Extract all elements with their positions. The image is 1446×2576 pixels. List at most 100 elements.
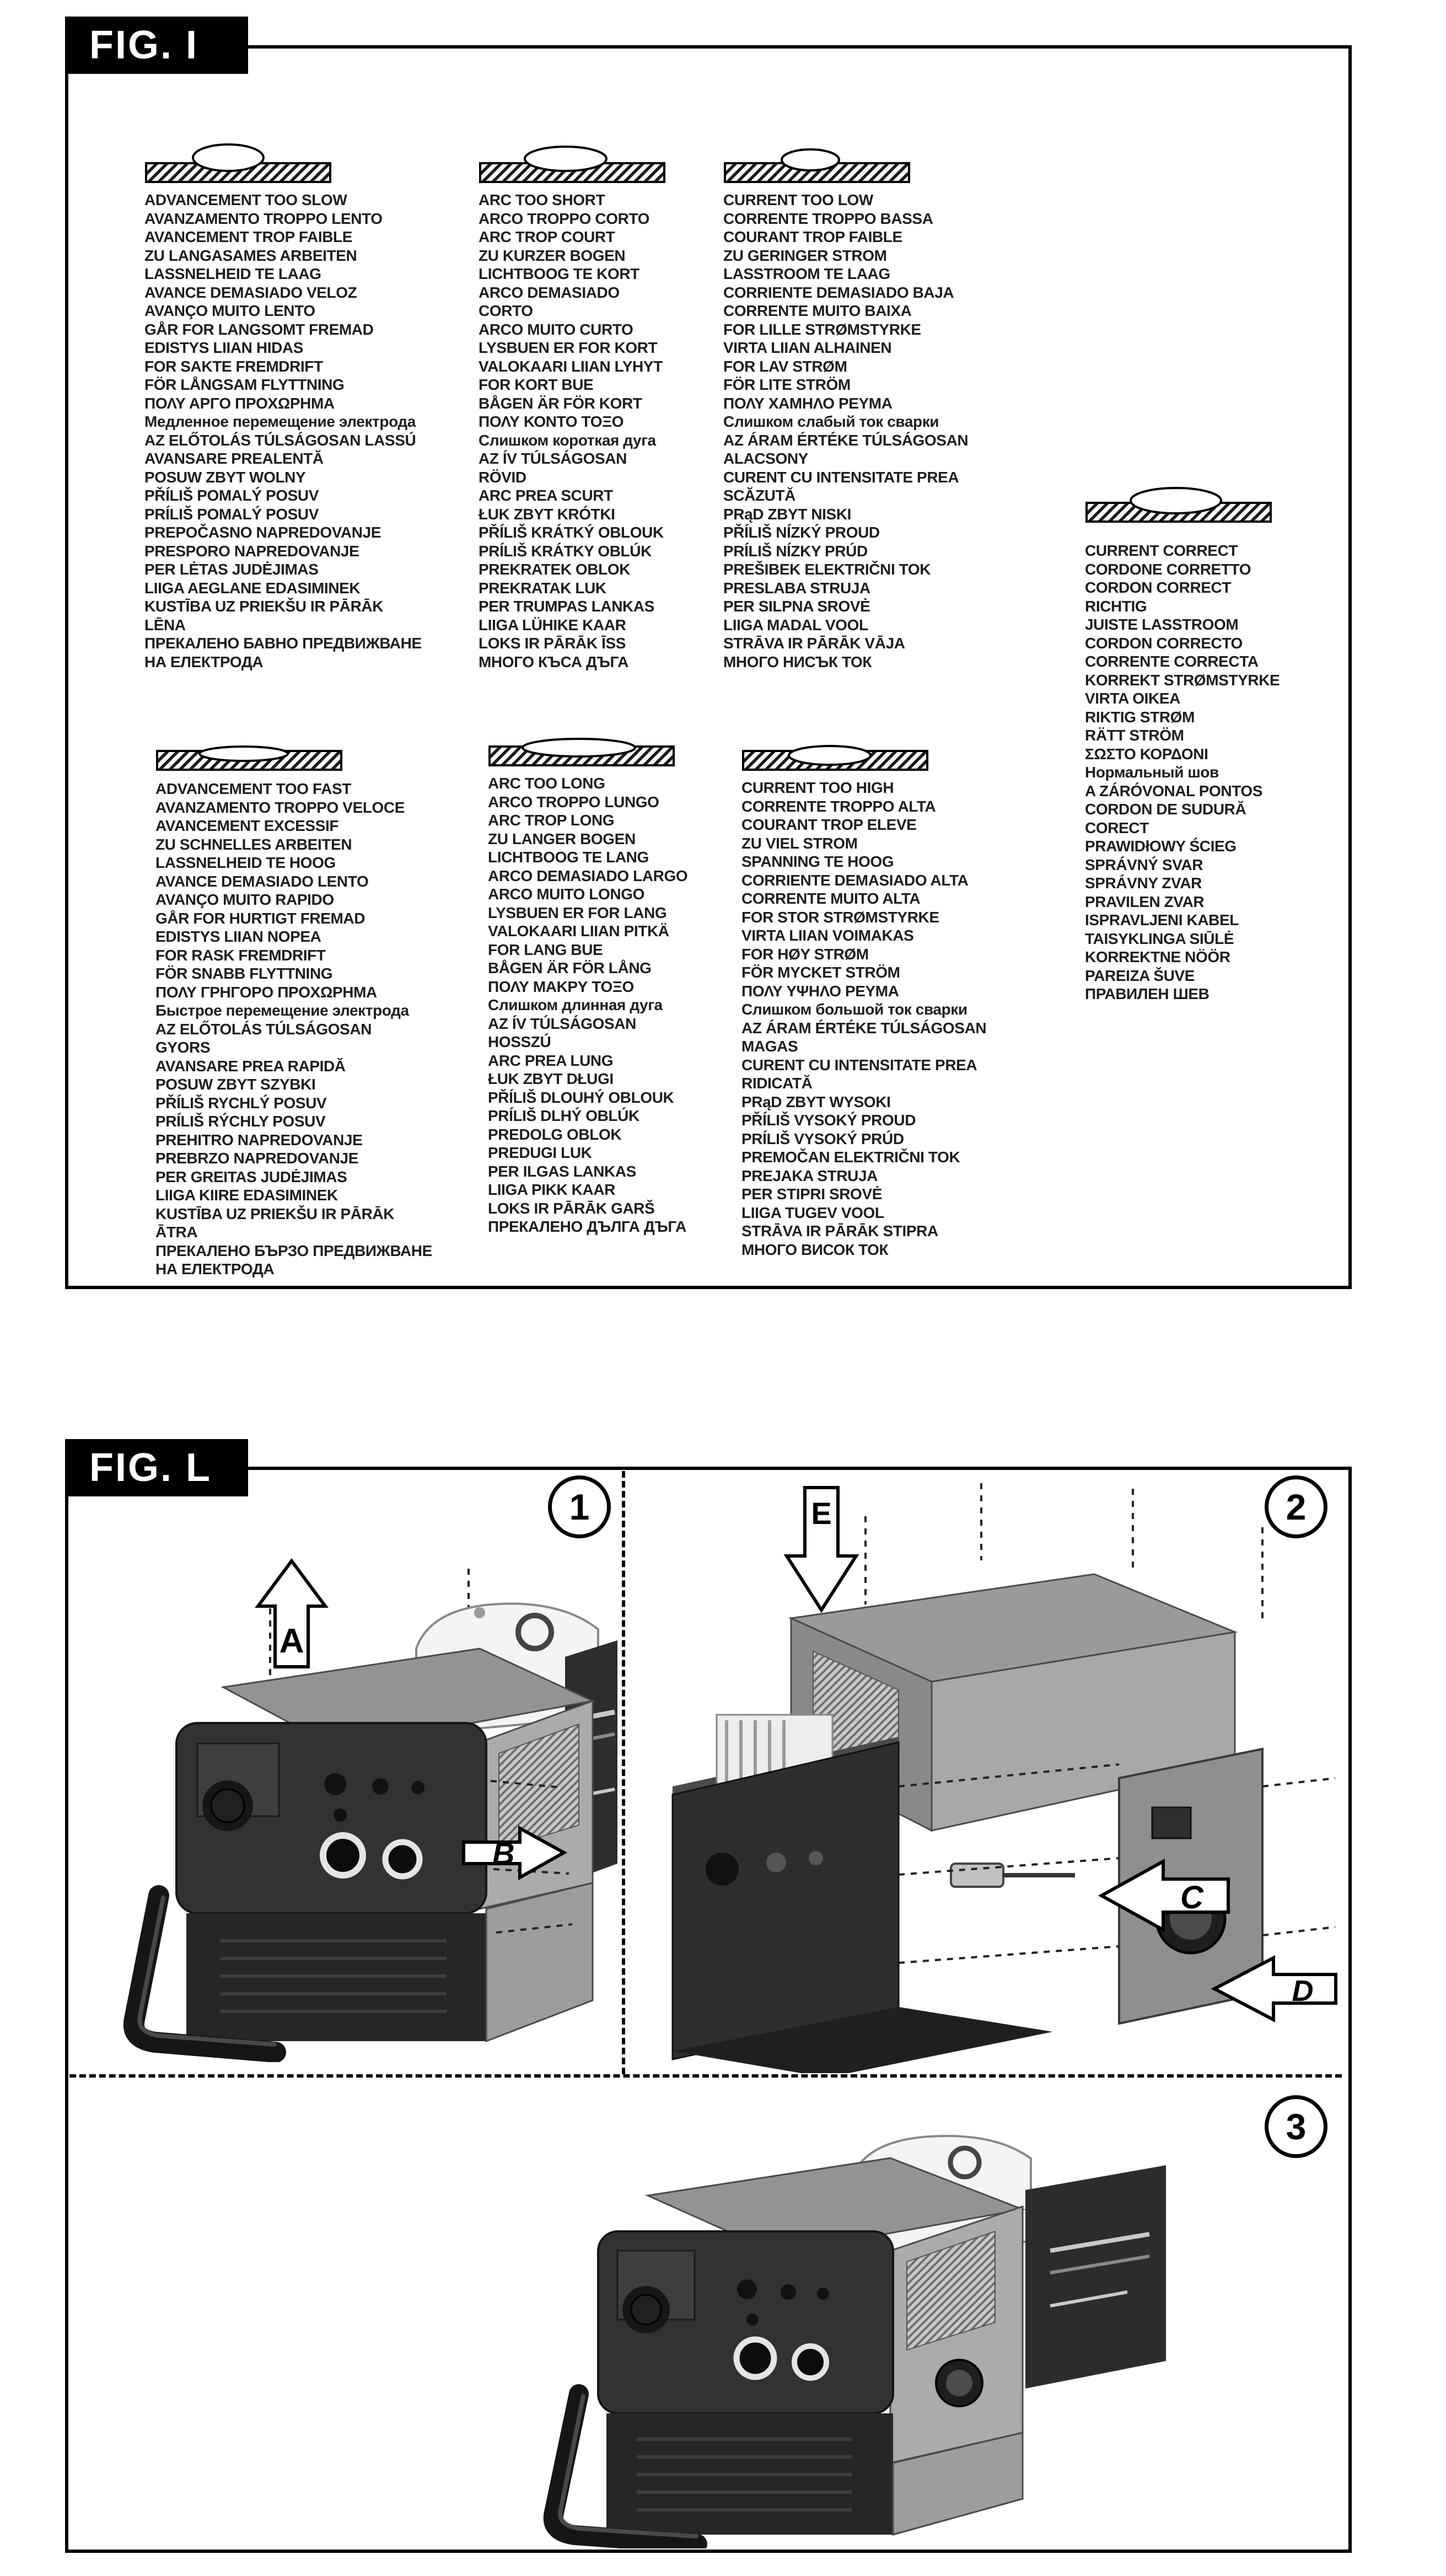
text-line: CORRIENTE DEMASIADO BAJA	[723, 283, 954, 301]
text-line: CURENT CU INTENSITATE PREA	[723, 468, 959, 486]
text-line: FOR KORT BUE	[479, 376, 594, 393]
fig-l-frame	[65, 1467, 1352, 2553]
text-line: PREHITRO NAPREDOVANJE	[155, 1131, 363, 1149]
text-line: KORREKT STRØMSTYRKE	[1085, 671, 1280, 689]
text-line: ADVANCEMENT TOO FAST	[155, 780, 351, 797]
text-line: Слишком короткая дуга	[479, 431, 656, 449]
text-line: CORRENTE TROPPO BASSA	[723, 210, 933, 227]
step-number-3-text: 3	[1286, 2106, 1307, 2147]
weld-bead-round-bump-icon	[479, 146, 665, 183]
text-line: STRĀVA IR PĀRĀK VĀJA	[723, 635, 905, 652]
text-line: LOKS IR PĀRĀK ĪSS	[479, 635, 626, 652]
text-line: PER TRUMPAS LANKAS	[479, 598, 654, 615]
text-line: CORRIENTE DEMASIADO ALTA	[741, 871, 969, 889]
text-line: PŘÍLIŠ DLOUHÝ OBLOUK	[488, 1088, 674, 1106]
text-line: AVANCE DEMASIADO VELOZ	[144, 283, 357, 301]
text-line: PER STIPRI SROVĖ	[741, 1185, 882, 1203]
text-line: LASSNELHEID TE LAAG	[144, 265, 321, 282]
text-line: EDISTYS LIIAN NOPEA	[155, 928, 321, 945]
text-line: RICHTIG	[1085, 597, 1147, 615]
text-line: JUISTE LASSTROOM	[1085, 616, 1239, 633]
text-line: CURRENT CORRECT	[1085, 542, 1238, 559]
arrow-c-icon: C	[1098, 1858, 1230, 1933]
text-line: FÖR LÅNGSAM FLYTTNING	[144, 376, 345, 393]
text-line: AZ ÁRAM ÉRTÉKE TÚLSÁGOSAN	[741, 1019, 987, 1037]
text-line: AZ ELŐTOLÁS TÚLSÁGOSAN	[155, 1020, 372, 1038]
text-line: PRESLABA STRUJA	[723, 579, 870, 597]
text-line: EDISTYS LIIAN HIDAS	[144, 339, 303, 356]
text-line: ARCO MUITO LONGO	[488, 886, 644, 903]
text-line: ZU KURZER BOGEN	[479, 246, 626, 264]
step-number-1: 1	[548, 1475, 611, 1538]
text-line: ADVANCEMENT TOO SLOW	[144, 191, 347, 208]
arrow-a-label: A	[279, 1622, 304, 1660]
text-line: Слишком слабый ток сварки	[723, 413, 939, 430]
text-line: AVANZAMENTO TROPPO LENTO	[144, 210, 383, 227]
text-line: PREKRATEK OBLOK	[479, 561, 631, 578]
text-line: PŘÍLIŠ POMALÝ POSUV	[144, 487, 319, 504]
text-line: ARC TROP COURT	[479, 228, 615, 245]
text-line: STRĀVA IR PĀRĀK STIPRA	[741, 1222, 938, 1239]
text-line: НА ЕЛЕКТРОДА	[144, 653, 264, 670]
arrow-e-icon: E	[783, 1486, 859, 1613]
text-line: POSUW ZBYT SZYBKI	[155, 1076, 316, 1093]
text-line: RIKTIG STRØM	[1085, 708, 1195, 726]
text-line: PŘÍLIŠ NÍZKÝ PROUD	[723, 524, 880, 541]
text-line: ARCO TROPPO CORTO	[479, 210, 650, 227]
text-line: HOSSZÚ	[488, 1033, 551, 1050]
text-line: ARCO TROPPO LUNGO	[488, 793, 659, 811]
text-line: ZU SCHNELLES ARBEITEN	[155, 835, 352, 853]
text-line: PER SILPNA SROVĖ	[723, 598, 870, 615]
text-line: ĀTRA	[155, 1223, 198, 1241]
step-number-2: 2	[1265, 1475, 1327, 1538]
arrow-e-label: E	[811, 1496, 831, 1531]
text-line: CORDON DE SUDURĂ	[1085, 801, 1246, 818]
text-line: ΠΟΛΥ ΓΡΗΓΟΡΟ ΠΡΟΧΩΡΗΜΑ	[155, 983, 377, 1001]
text-line: ΣΩΣΤΟ ΚΟΡΔΟΝΙ	[1085, 745, 1208, 763]
text-line: ZU LANGASAMES ARBEITEN	[144, 246, 357, 264]
text-line: PRESPORO NAPREDOVANJE	[144, 542, 359, 560]
text-line: CORRENTE TROPPO ALTA	[741, 797, 936, 815]
text-line: ΠΟΛΥ ΚΟΝΤΟ ΤΟΞΟ	[479, 413, 624, 430]
text-line: CORECT	[1085, 819, 1149, 836]
arrow-b-label: B	[492, 1836, 514, 1871]
text-line: ZU VIEL STROM	[741, 834, 858, 852]
text-line: LASSTROOM TE LAAG	[723, 265, 890, 282]
text-line: ARC TOO LONG	[488, 775, 605, 792]
text-line: FÖR LITE STRÖM	[723, 376, 851, 393]
text-line: PRÍLIŠ DLHÝ OBLÚK	[488, 1107, 639, 1124]
text-line: ΠΟΛΥ ΧΑΜΗΛΟ ΡΕΥΜΑ	[723, 394, 893, 412]
text-line: CORDON CORRECT	[1085, 579, 1232, 596]
text-line: AVANCE DEMASIADO LENTO	[155, 872, 369, 890]
fig-i-label: FIG. I	[65, 17, 248, 74]
text-line: PREMOČAN ELEKTRIČNI TOK	[741, 1149, 960, 1166]
text-line: ΠΟΛΥ ΑΡΓΟ ΠΡΟΧΩΡΗΜΑ	[144, 394, 335, 412]
text-line: Слишком большой ток сварки	[741, 1001, 967, 1018]
fig-i-label-text: FIG. I	[89, 23, 198, 67]
step-number-3: 3	[1265, 2095, 1327, 2158]
text-line: FÖR MYCKET STRÖM	[741, 964, 900, 981]
text-line: ZU GERINGER STROM	[723, 246, 887, 264]
text-line: AVANÇO MUITO RAPIDO	[155, 891, 334, 908]
text-line: VALOKAARI LIIAN LYHYT	[479, 357, 663, 375]
text-line: ALACSONY	[723, 450, 808, 467]
text-line: KUSTĪBA UZ PRIEKŠU IR PĀRĀK	[155, 1205, 395, 1222]
text-line: МНОГО НИСЪК ТОК	[723, 653, 872, 670]
text-line: ISPRAVLJENI KABEL	[1085, 911, 1239, 929]
text-line: LYSBUEN ER FOR KORT	[479, 339, 658, 356]
arrow-d-label: D	[1292, 1974, 1314, 2008]
text-line: ŁUK ZBYT DŁUGI	[488, 1070, 614, 1087]
panel-divider-horizontal	[69, 2074, 1342, 2078]
text-line: ŁUK ZBYT KRÓTKI	[479, 505, 615, 523]
text-line: GÅR FOR HURTIGT FREMAD	[155, 909, 365, 927]
fig-l-label-text: FIG. L	[89, 1446, 212, 1490]
text-line: PRÍLIŠ RÝCHLY POSUV	[155, 1113, 326, 1130]
text-line: PREDOLG OBLOK	[488, 1125, 622, 1143]
text-line: AZ ÍV TÚLSÁGOSAN	[488, 1015, 636, 1032]
text-line: Слишком длинная дуга	[488, 996, 663, 1013]
text-line: CURRENT TOO HIGH	[741, 779, 894, 796]
